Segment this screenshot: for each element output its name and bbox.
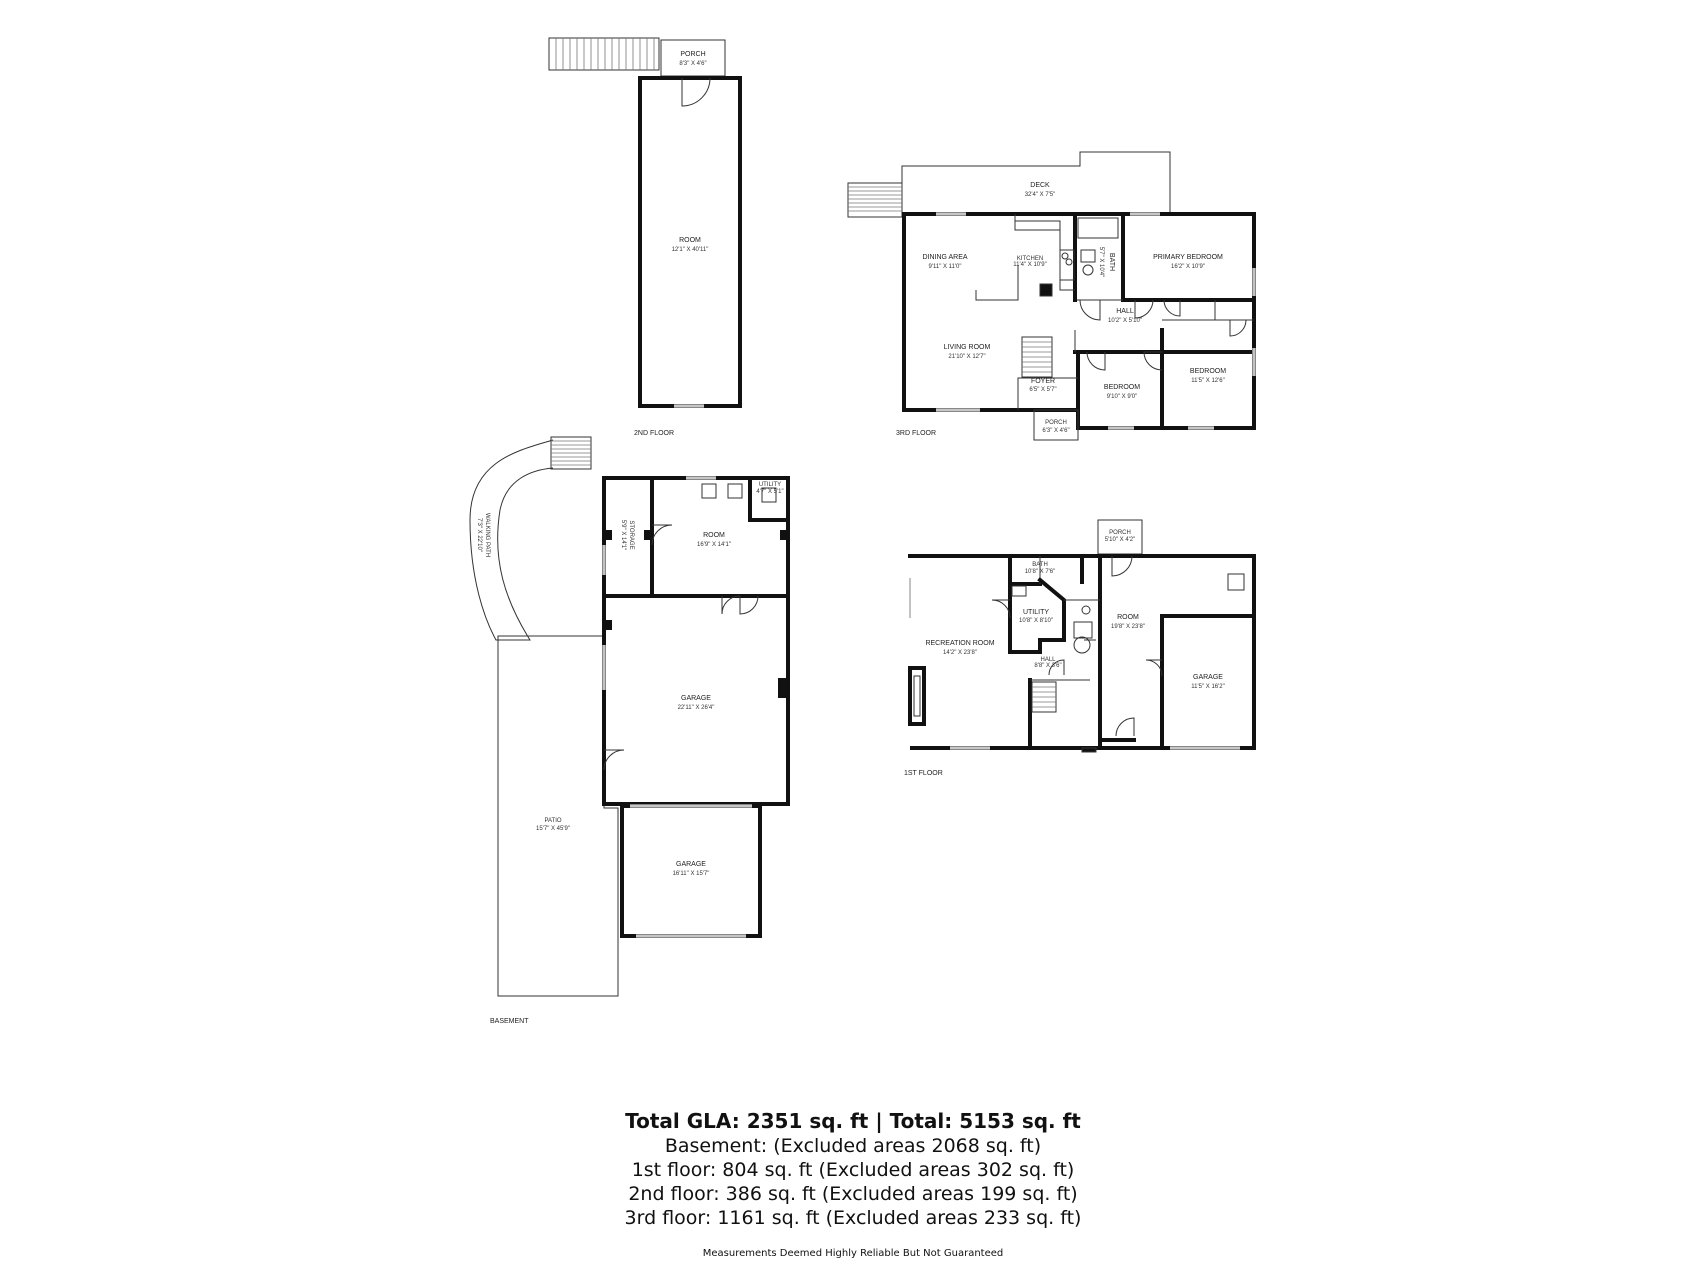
deck-outline xyxy=(901,151,1171,214)
room-label: RECREATION ROOM xyxy=(925,640,994,647)
room-dimension: 8'3" X 4'6" xyxy=(679,61,706,67)
room-label: UTILITY xyxy=(759,482,781,488)
room-label: BATH xyxy=(1108,253,1115,271)
room-dimension: 16'11" X 15'7" xyxy=(673,871,710,877)
room-dimension: 6'3" X 4'6" xyxy=(1042,428,1069,434)
room-label: BEDROOM xyxy=(1104,384,1140,391)
room-dimension: 4'7" X 5'1" xyxy=(756,489,783,495)
room-label: GARAGE xyxy=(1193,674,1223,681)
room-dimension: 11'5" X 16'2" xyxy=(1191,684,1224,690)
windows xyxy=(908,578,1240,750)
porch-outline xyxy=(1033,409,1079,441)
room-label: HALL xyxy=(1116,308,1134,315)
patio-outline xyxy=(497,635,619,997)
room-label: BATH xyxy=(1032,562,1048,568)
room-label: GARAGE xyxy=(676,861,706,868)
room-dimension: 8'8" X 3'6" xyxy=(1034,663,1061,669)
fixtures xyxy=(1011,573,1245,753)
post xyxy=(778,678,788,698)
room-dimension: 32'4" X 7'5" xyxy=(1025,192,1056,198)
appliances xyxy=(701,483,777,503)
room-label: GARAGE xyxy=(681,695,711,702)
room-dimension: 16'2" X 10'9" xyxy=(1171,264,1205,270)
room-dimension: 10'2" X 5'10" xyxy=(1108,318,1142,324)
room-label: ROOM xyxy=(703,532,725,539)
post xyxy=(780,530,788,540)
door-swings xyxy=(1079,299,1247,371)
room-label: PORCH xyxy=(1045,420,1067,426)
area-summary: Total GLA: 2351 sq. ft | Total: 5153 sq.… xyxy=(0,1108,1706,1230)
second-floor-area-line: 2nd floor: 386 sq. ft (Excluded areas 19… xyxy=(628,1183,1078,1205)
basement-area-line: Basement: (Excluded areas 2068 sq. ft) xyxy=(664,1135,1042,1157)
room-label: FOYER xyxy=(1031,378,1055,385)
stairs xyxy=(550,436,592,470)
room-dimension: 11'5" X 12'6" xyxy=(1191,378,1224,384)
room-dimension: 9'11" X 11'0" xyxy=(928,264,961,270)
door-swings xyxy=(603,524,759,771)
room-dimension: 11'4" X 10'9" xyxy=(1013,262,1046,268)
floor-label: BASEMENT xyxy=(490,1018,529,1025)
room-label: UTILITY xyxy=(1023,609,1049,616)
basement-plan: WALKING PATH 7'3" X 22'10" PATIO 15'7" X… xyxy=(469,436,790,1025)
room-label: PRIMARY BEDROOM xyxy=(1153,254,1223,261)
room-dimension: 21'10" X 12'7" xyxy=(948,354,985,360)
stairs xyxy=(548,37,660,71)
room-dimension: 15'7" X 45'9" xyxy=(536,826,570,832)
stairs xyxy=(1031,681,1057,713)
room-dimension: 22'11" X 26'4" xyxy=(678,705,715,711)
post xyxy=(604,620,612,630)
room-dimension: 5'10" X 4'2" xyxy=(1105,537,1136,543)
room-dimension: 10'8" X 7'6" xyxy=(1025,569,1056,575)
floor-label: 1ST FLOOR xyxy=(904,770,943,777)
post xyxy=(604,530,612,540)
door-swing xyxy=(681,77,711,107)
porch-outline xyxy=(660,39,726,77)
stairs xyxy=(847,182,903,218)
disclaimer-text: Measurements Deemed Highly Reliable But … xyxy=(702,1248,1004,1259)
room-label: DINING AREA xyxy=(922,254,967,261)
room-label: PATIO xyxy=(544,818,561,824)
room-dimension: 19'8" X 23'8" xyxy=(1111,624,1145,630)
first-floor-plan: PORCH 5'10" X 4'2" xyxy=(904,519,1256,777)
floor-label: 2ND FLOOR xyxy=(634,430,674,437)
room-dimension: 7'3" X 22'10" xyxy=(476,518,482,552)
room-dimension: 5'7" X 10'4" xyxy=(1098,247,1104,278)
room-label: PORCH xyxy=(1109,530,1131,536)
room-label: ROOM xyxy=(679,237,701,244)
walking-path-outline xyxy=(469,439,554,641)
room-label: STORAGE xyxy=(628,520,634,549)
kitchen-counters xyxy=(975,214,1075,301)
room-label: HALL xyxy=(1040,657,1056,663)
total-area-title: Total GLA: 2351 sq. ft | Total: 5153 sq.… xyxy=(625,1109,1081,1133)
room-dimension: 9'10" X 9'0" xyxy=(1107,394,1138,400)
room-label: PORCH xyxy=(680,51,705,58)
third-floor-area-line: 3rd floor: 1161 sq. ft (Excluded areas 2… xyxy=(624,1207,1082,1229)
room-label: WALKING PATH xyxy=(484,513,490,557)
fireplace xyxy=(908,666,926,726)
first-floor-area-line: 1st floor: 804 sq. ft (Excluded areas 30… xyxy=(631,1159,1075,1181)
third-floor-plan: DECK 32'4" X 7'5" xyxy=(847,151,1256,441)
floor-label: 3RD FLOOR xyxy=(896,430,936,437)
bath-fixtures xyxy=(1077,217,1119,276)
room-dimension: 16'9" X 14'1" xyxy=(697,542,731,548)
door-swings xyxy=(991,555,1163,737)
stairs xyxy=(1021,336,1053,378)
room-label: BEDROOM xyxy=(1190,368,1226,375)
room-dimension: 6'5" X 5'7" xyxy=(1029,387,1056,393)
room-dimension: 10'8" X 8'10" xyxy=(1019,618,1053,624)
windows xyxy=(602,476,716,690)
post xyxy=(644,530,652,540)
room-label: DECK xyxy=(1030,182,1050,189)
room-dimension: 5'9" X 14'1" xyxy=(620,520,626,551)
room-label: ROOM xyxy=(1117,614,1139,621)
room-label: KITCHEN xyxy=(1017,256,1043,262)
second-floor-plan: PORCH 8'3" X 4'6" ROOM 12'1" X 40'11" 2N… xyxy=(548,37,742,437)
room-dimension: 14'2" X 23'8" xyxy=(943,650,977,656)
room-label: LIVING ROOM xyxy=(944,344,991,351)
windows xyxy=(936,212,1256,430)
room-dimension: 12'1" X 40'11" xyxy=(672,247,709,253)
